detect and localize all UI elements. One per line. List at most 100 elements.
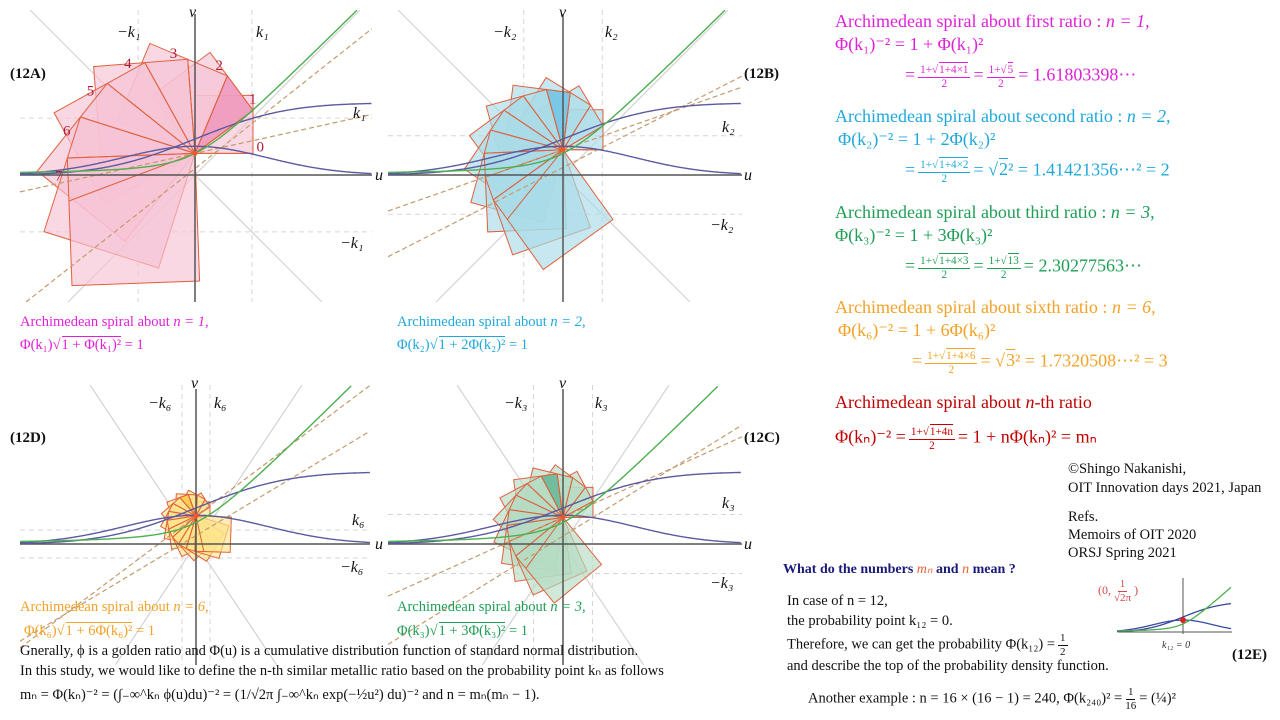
ratio-6-title: Archimedean spiral about sixth ratio : n… (835, 297, 1156, 317)
plot-b (388, 10, 742, 302)
question-heading: What do the numbers mₙ and n mean ? (783, 562, 1016, 577)
pdf-curve (20, 145, 372, 175)
green-curve (388, 385, 719, 543)
k-label: k₂ (605, 24, 618, 41)
spiral-spoke (515, 494, 564, 518)
neg-k-label-right: −k₃ (710, 575, 734, 592)
spiral-spoke (185, 515, 197, 549)
spiral-spoke (144, 62, 196, 154)
spiral-spoke (526, 483, 564, 518)
spiral-spoke (172, 515, 197, 538)
spiral-spoke (106, 83, 196, 154)
vertex-label: 0 (257, 139, 265, 155)
formula-12a: Φ(k₁)√1 + Φ(k₁)² = 1 (20, 336, 144, 353)
plot-d (20, 385, 370, 665)
axis-v-label: v (559, 375, 567, 392)
k-label-right: k₃ (722, 495, 735, 512)
inset-axis-label: k₁₂ = 0 (1162, 640, 1191, 651)
panel-label-12c: (12C) (744, 430, 780, 446)
spiral-spoke (562, 104, 592, 151)
panel-label-12b: (12B) (744, 66, 779, 82)
vertex-label: 7 (55, 169, 63, 185)
panel-label-12d: (12D) (10, 430, 46, 446)
spiral-spoke (522, 95, 564, 151)
formula-12d: Φ(k₆)√1 + 6Φ(k₆)² = 1 (24, 622, 156, 639)
vertex-label: 5 (87, 84, 95, 100)
spiral-center-point (560, 147, 566, 153)
spiral-center-point (192, 150, 198, 156)
caption-12b: Archimedean spiral about n = 2, (397, 314, 586, 330)
neg-k-label: −k₂ (493, 24, 517, 41)
green-curve (20, 385, 352, 543)
formula-12c: Φ(k₃)√1 + 3Φ(k₃)² = 1 (397, 622, 529, 639)
credit-author: ©Shingo Nakanishi, (1068, 461, 1187, 477)
spiral-spoke (506, 149, 564, 220)
dashed-ratio-line (25, 28, 372, 302)
spiral-spoke (187, 59, 196, 154)
axis-v-label: v (191, 375, 199, 392)
neg-k-label: −k₁ (117, 24, 141, 41)
axis-u-label: u (744, 167, 752, 184)
axis-v-label: v (189, 4, 197, 21)
plot-c (388, 385, 742, 665)
axis-u-label: u (375, 167, 383, 184)
panel-label-12a: (12A) (10, 66, 46, 82)
k-label-right: k₆ (352, 512, 365, 529)
spiral-spoke (187, 494, 197, 517)
inset-pdf-curve (1116, 619, 1232, 632)
ref-2: ORSJ Spring 2021 (1068, 545, 1177, 561)
green-curve (388, 10, 726, 174)
k-label-right: k₂ (722, 119, 735, 136)
vertex-label: 4 (124, 56, 132, 72)
explain-line-2: the probability point k₁₂ = 0. (787, 613, 953, 629)
panel-label-12e: (12E) (1232, 647, 1267, 663)
ref-1: Memoirs of OIT 2020 (1068, 527, 1197, 543)
k-label: k₁ (256, 24, 269, 41)
credit-event: OIT Innovation days 2021, Japan (1068, 480, 1262, 496)
spiral-spoke (194, 75, 228, 154)
inset-point-label: (0,1√2π) (1098, 578, 1139, 604)
axis-u-label: u (375, 536, 383, 553)
ratio-6-equation: Φ(k₆)⁻² = 1 + 6Φ(k₆)² (838, 320, 996, 340)
axis-u-label: u (744, 536, 752, 553)
refs-heading: Refs. (1068, 509, 1099, 525)
spiral-spoke (562, 486, 586, 518)
vertex-label: 3 (170, 46, 178, 62)
inset-green-curve (1117, 586, 1232, 632)
dashed-ratio-line (20, 430, 370, 642)
spiral-spoke (195, 499, 206, 517)
spiral-spoke (506, 516, 564, 526)
neg-k-label-right: −k₁ (340, 235, 364, 252)
explain-line-4: and describe the top of the probability … (787, 658, 1109, 674)
neg-k-label-right: −k₆ (340, 559, 364, 576)
spiral-center-point (193, 513, 199, 519)
spiral-spoke (178, 515, 197, 545)
spiral-spoke (540, 475, 564, 518)
spiral-spoke (167, 515, 197, 521)
pdf-curve (388, 145, 741, 175)
caption-12a: Archimedean spiral about n = 1, (20, 314, 209, 330)
spiral-spoke (556, 473, 564, 518)
inset-top-point (1180, 617, 1186, 624)
spiral-spoke (172, 503, 197, 517)
neg-k-label: −k₃ (504, 395, 528, 412)
k-label-right: k₁ (353, 105, 366, 122)
neg-k-label-right: −k₂ (710, 217, 734, 234)
footer-line-1: Gnerally, ϕ is a golden ratio and Φ(u) i… (20, 643, 639, 659)
dashed-ratio-line (388, 424, 742, 646)
axis-v-label: v (559, 4, 567, 21)
plot-a (20, 10, 372, 302)
formula-12b: Φ(k₂)√1 + 2Φ(k₂)² = 1 (397, 336, 529, 353)
explain-line-3: Therefore, we can get the probability Φ(… (787, 632, 1068, 658)
spiral-rectangle (66, 152, 201, 287)
ratio-1-equation: Φ(k₁)⁻² = 1 + Φ(k₁)² (835, 34, 984, 54)
ratio-1-title: Archimedean spiral about first ratio : n… (835, 11, 1150, 31)
footer-formula: mₙ = Φ(kₙ)⁻² = (∫₋∞^kₙ ϕ(u)du)⁻² = (1/√2… (20, 687, 540, 703)
green-curve (20, 10, 358, 174)
neg-k-label: −k₆ (148, 395, 172, 412)
